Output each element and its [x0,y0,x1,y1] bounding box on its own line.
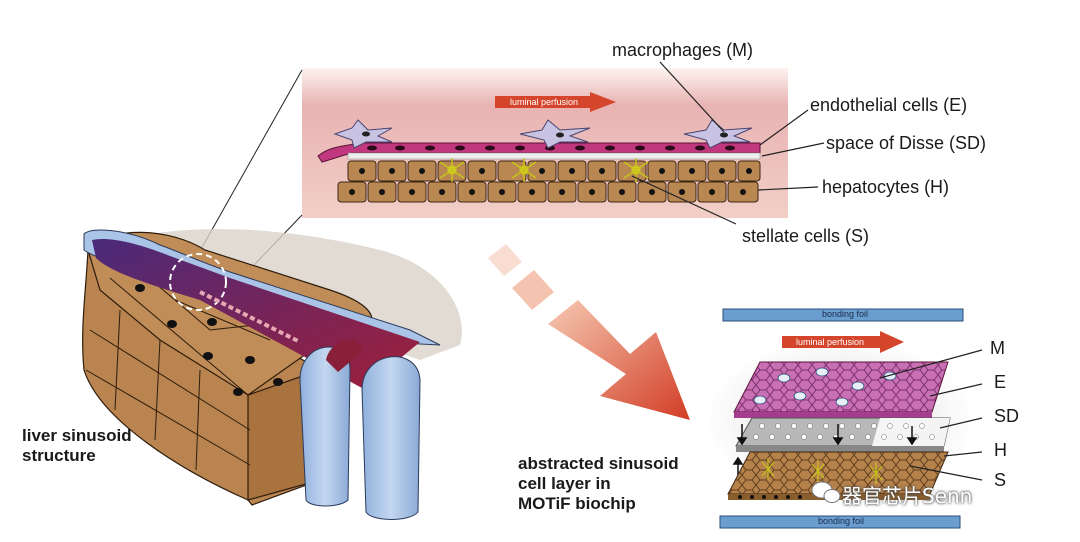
watermark-text: 器官芯片Senn [842,484,973,508]
zoom-inset [195,61,825,291]
label-hepatocytes: hepatocytes (H) [822,177,950,197]
label-liver-line2: structure [22,446,96,465]
vessel-tube-left [299,346,351,507]
label-letter-sd: SD [994,406,1020,426]
label-bonding-foil-bottom: bonding foil [818,516,865,526]
label-macrophages: macrophages (M) [612,40,754,60]
motif-chip [710,308,983,529]
zoom-circle [169,253,227,311]
stellate-cells [439,158,649,182]
vessel-tube-right [361,356,421,520]
label-abstracted-line3: MOTiF biochip [518,494,636,513]
leader-lines-chip [879,349,983,481]
label-abstracted-line2: cell layer in [518,474,611,493]
wechat-icon [811,481,841,503]
space-of-disse [347,152,761,160]
bonding-foil-top [722,308,964,322]
label-endothelial: endothelial cells (E) [810,95,968,115]
perfusion-arrow-top [495,92,616,112]
label-luminal-perfusion-top: luminal perfusion [510,97,579,107]
hepatocyte-rows [337,160,761,203]
perfusion-arrow-chip [782,331,904,353]
label-disse: space of Disse (SD) [826,133,987,153]
liver-block [82,229,462,520]
transition-arrow [488,244,690,420]
label-abstracted-line1: abstracted sinusoid [518,454,679,473]
label-luminal-perfusion-chip: luminal perfusion [796,337,865,347]
label-letter-m: M [990,338,1005,358]
macrophage-nuclei [362,131,728,138]
endothelial-nuclei [367,145,735,151]
label-stellate: stellate cells (S) [742,226,870,246]
bonding-foil-bottom [719,515,961,529]
label-bonding-foil-top: bonding foil [822,309,869,319]
label-letter-h: H [994,440,1007,460]
label-liver-line1: liver sinusoid [22,426,132,445]
label-letter-s: S [994,470,1007,490]
zoom-line-top [195,69,303,259]
label-letter-e: E [994,372,1007,392]
leader-lines-top [631,61,825,225]
